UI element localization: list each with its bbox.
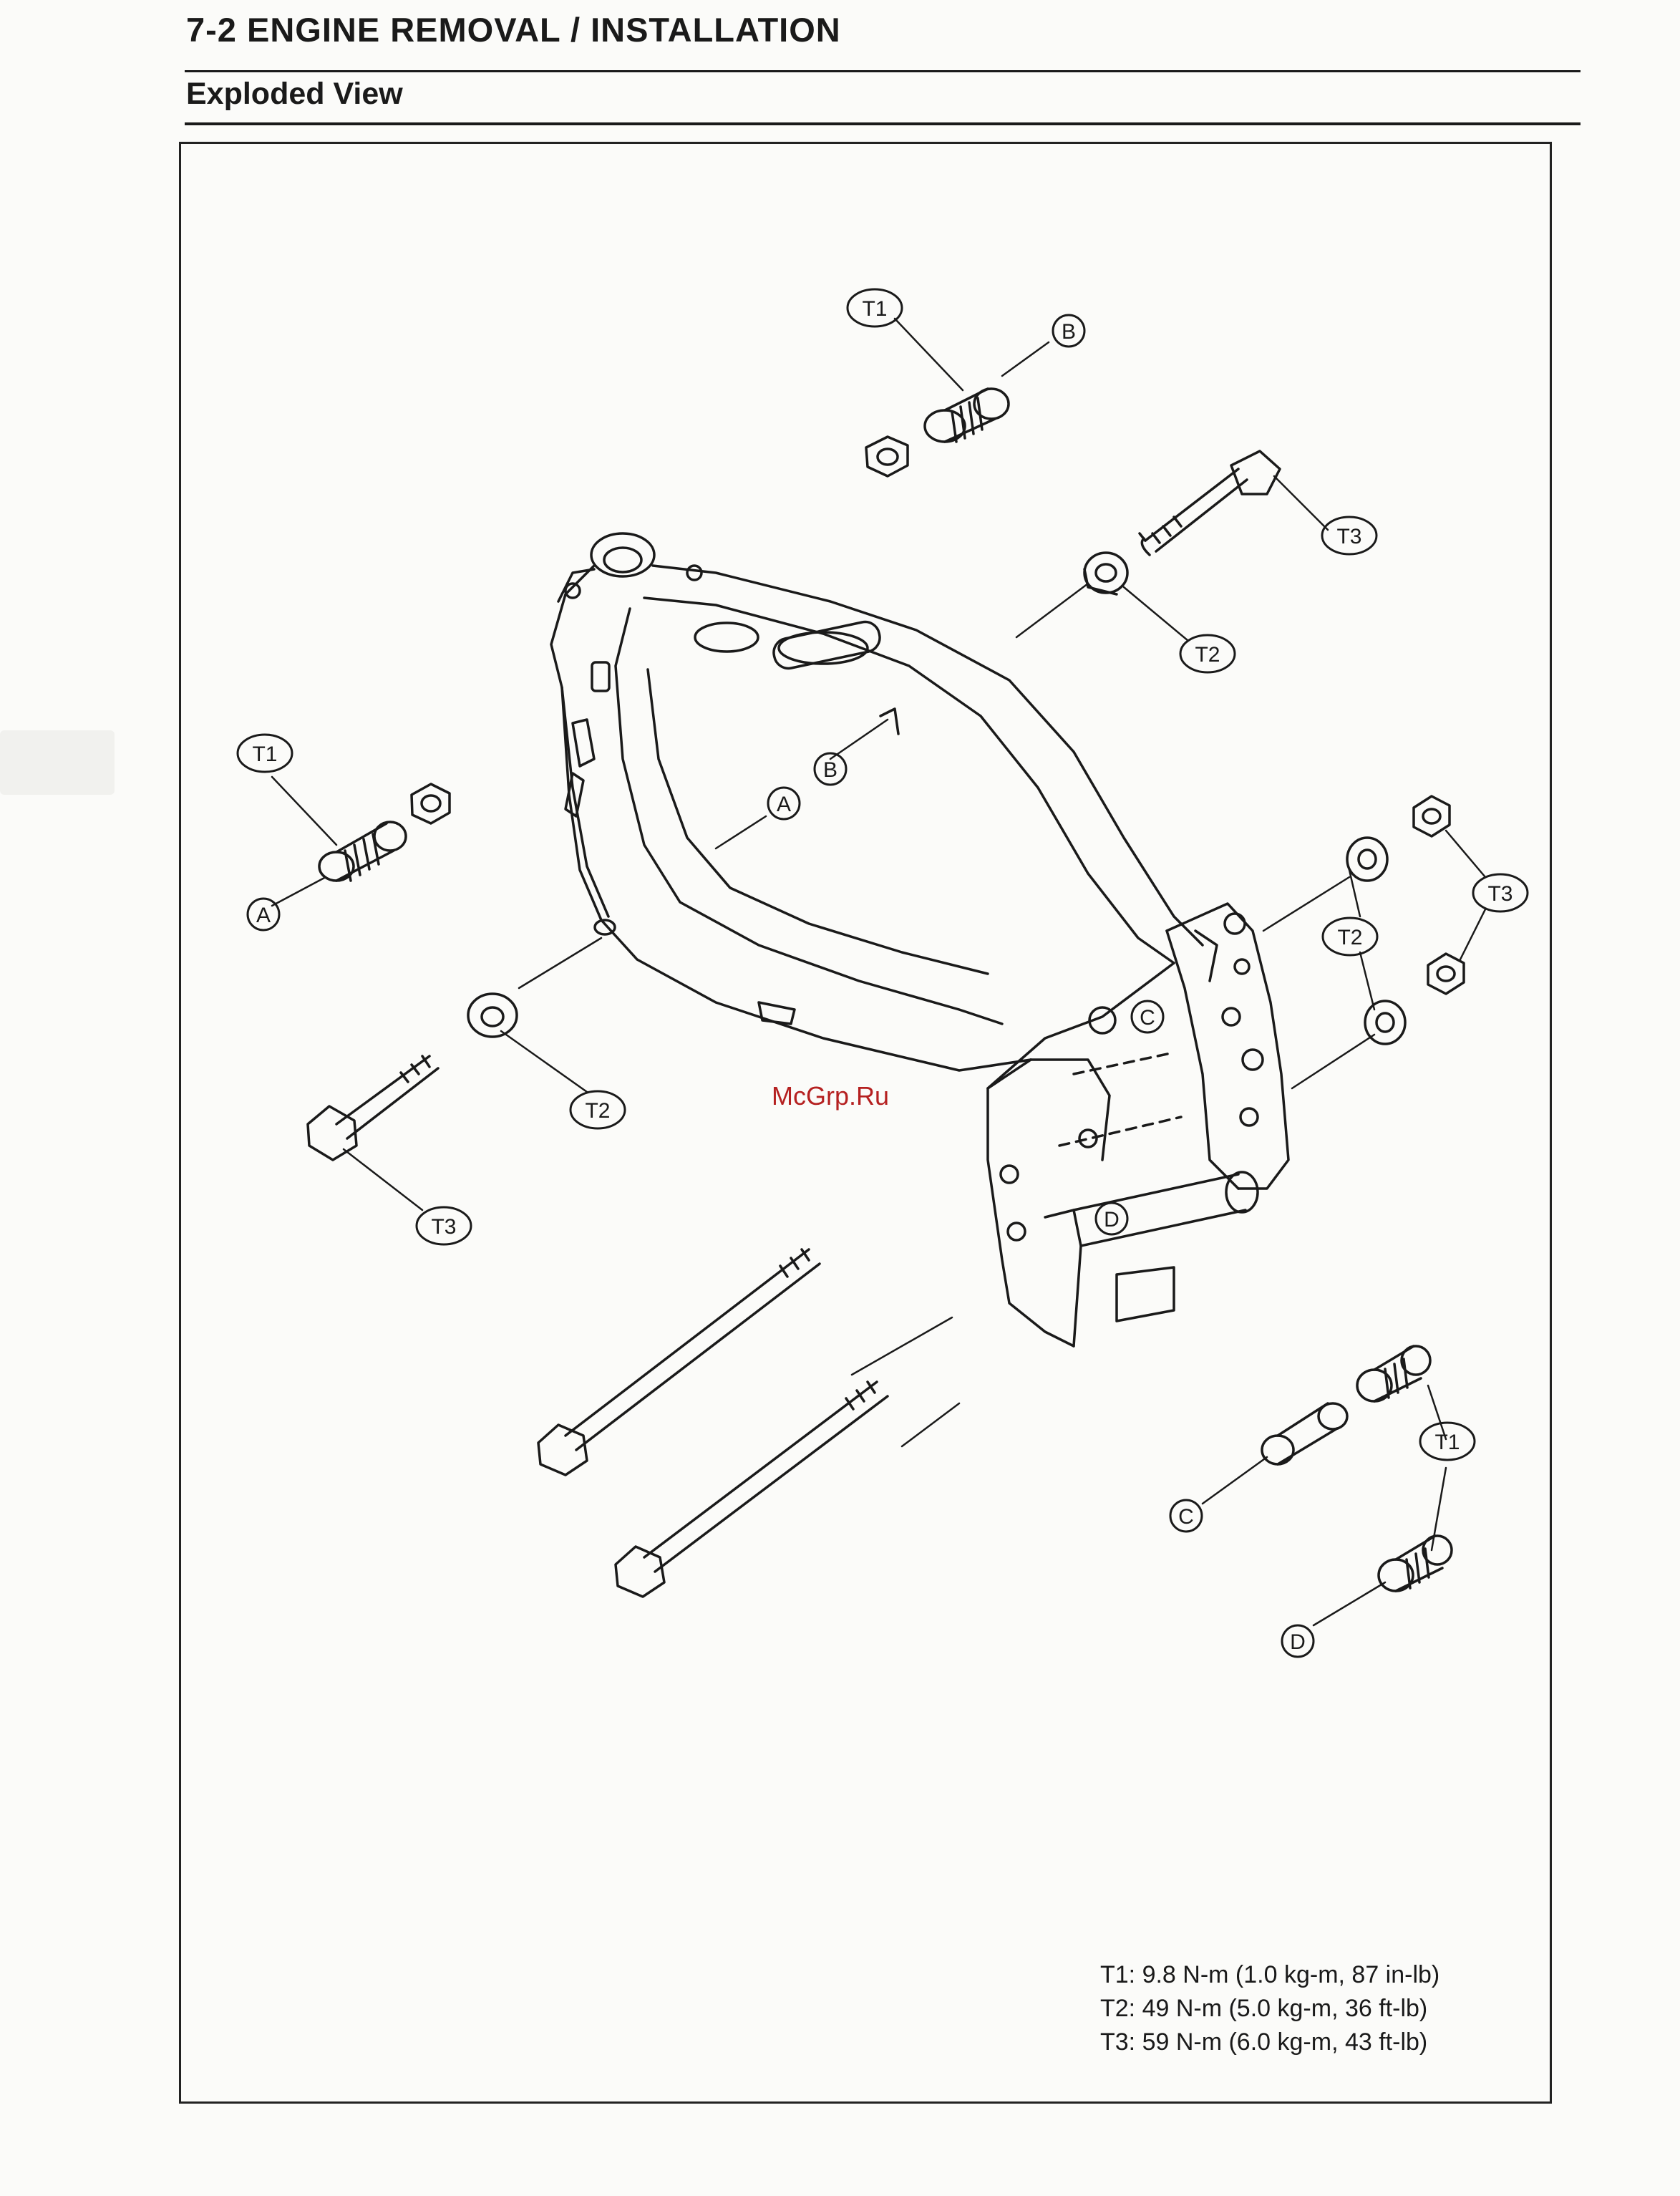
- spacer-collar: [1262, 1403, 1347, 1464]
- callout-t3-left: T3: [431, 1215, 456, 1239]
- callout-t1-top: T1: [862, 297, 887, 321]
- callout-t3-right: T3: [1487, 882, 1513, 906]
- callout-t3-top: T3: [1336, 525, 1361, 548]
- callout-t2-top: T2: [1195, 643, 1220, 667]
- callout-a-left: A: [256, 904, 271, 927]
- callout-bubbles: [238, 289, 1528, 1657]
- torque-t1: T1: 9.8 N-m (1.0 kg-m, 87 in-lb): [1100, 1958, 1439, 1992]
- nut-t2-left: [468, 994, 517, 1037]
- callout-t2-left: T2: [585, 1099, 610, 1123]
- adjust-collar-right-upper: [1357, 1346, 1430, 1401]
- callout-d-frame: D: [1104, 1208, 1120, 1232]
- callout-b-top: B: [1062, 320, 1076, 344]
- adjust-collar-top: [925, 389, 1009, 442]
- callout-labels: T1 B T3 T2 T1 A B A T3 T2 C T2 D T3 T1 C…: [252, 297, 1513, 1654]
- bolt-top-right: [1140, 451, 1280, 555]
- callout-d-lower: D: [1290, 1630, 1306, 1654]
- nut-t2-right-upper: [1347, 838, 1387, 881]
- callout-t1-right: T1: [1434, 1431, 1460, 1454]
- callout-b-frame: B: [823, 758, 837, 782]
- torque-t2: T2: 49 N-m (5.0 kg-m, 36 ft-lb): [1100, 1992, 1439, 2026]
- adjust-collar-left: [319, 822, 406, 881]
- callout-t2-right: T2: [1337, 926, 1362, 949]
- callout-c-frame: C: [1140, 1006, 1155, 1030]
- torque-t3: T3: 59 N-m (6.0 kg-m, 43 ft-lb): [1100, 2026, 1439, 2059]
- nut-t3-right-lower: [1428, 954, 1464, 994]
- motorcycle-frame: [551, 533, 1288, 1346]
- through-bolt-upper: [538, 1249, 820, 1475]
- locknut-top: [866, 437, 908, 476]
- nut-t3-right-upper: [1414, 796, 1450, 836]
- locknut-left: [412, 784, 450, 823]
- bolt-left: [308, 1056, 438, 1160]
- nut-t2-top: [1084, 553, 1127, 594]
- callout-t1-left: T1: [252, 743, 277, 766]
- adjust-collar-right-lower: [1379, 1536, 1452, 1591]
- callout-c-spacer: C: [1178, 1505, 1194, 1529]
- callout-a-frame: A: [777, 793, 791, 816]
- watermark: McGrp.Ru: [772, 1081, 889, 1111]
- leader-lines: [272, 319, 1485, 1625]
- through-bolt-lower: [616, 1382, 888, 1597]
- torque-legend: T1: 9.8 N-m (1.0 kg-m, 87 in-lb) T2: 49 …: [1100, 1958, 1439, 2059]
